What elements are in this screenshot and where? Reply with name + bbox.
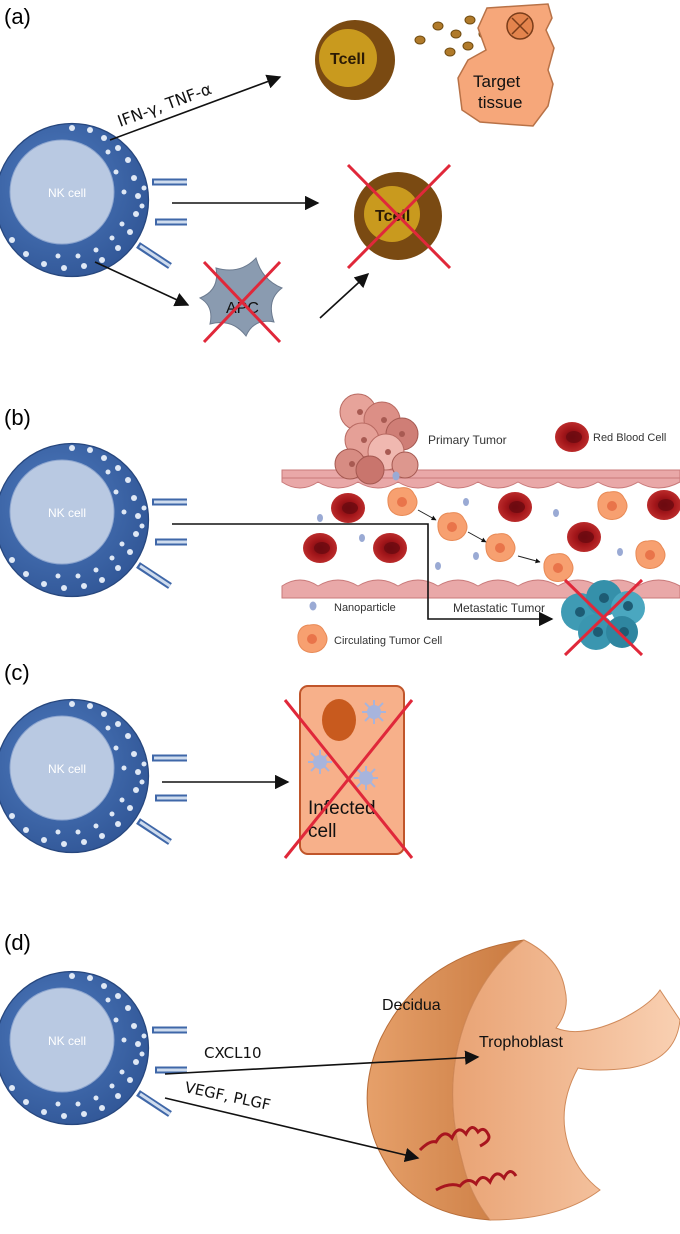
nk-cell-a-label: NK cell (48, 186, 86, 200)
apc-cell: APC (198, 257, 284, 344)
trophoblast-label: Trophoblast (479, 1034, 563, 1051)
cross-icon (563, 578, 644, 657)
panel-d-label: (d) (4, 930, 31, 955)
panel-b: NK cell Primary Tumor Red (0, 393, 680, 657)
rbc-legend-label: Red Blood Cell (593, 432, 666, 444)
spiral-artery (418, 1126, 491, 1152)
panel-d: NK cell Decidua Trophoblast CXCL10 VEGF,… (0, 939, 680, 1221)
flow-arrow (467, 531, 487, 543)
rbc (567, 522, 601, 552)
vessel-wall-top (281, 469, 680, 489)
target-tissue-label-2: tissue (478, 93, 522, 112)
nanoparticle-legend-icon (309, 601, 317, 611)
spiral-artery (435, 1170, 518, 1192)
infected-cell-label-2: cell (308, 821, 337, 842)
rbc (303, 533, 337, 563)
nk-cell-d-label: NK cell (48, 1034, 86, 1048)
infected-cell: Infected cell (283, 685, 414, 859)
virus-icon (308, 750, 332, 774)
metastatic-tumor-label: Metastatic Tumor (453, 601, 545, 615)
secretion-granules (414, 15, 490, 57)
primary-tumor-label: Primary Tumor (428, 433, 507, 447)
circulating-tumor-cell (485, 533, 516, 562)
target-tissue: Target tissue (457, 3, 555, 127)
target-tissue-label-1: Target (473, 72, 521, 91)
cxcl10-arrow (164, 1050, 480, 1075)
trophoblast-tissue (452, 939, 680, 1221)
flow-arrow (517, 555, 541, 564)
cross-icon (202, 260, 282, 344)
cross-icon (283, 699, 414, 859)
decidua-label: Decidua (382, 997, 441, 1014)
nk-cell-b-label: NK cell (48, 506, 86, 520)
tcell-killed: Tcell (346, 163, 452, 270)
circulating-tumor-cell (543, 553, 574, 582)
nk-migration-arrow (172, 523, 554, 627)
infected-cell-label-1: Infected (308, 798, 376, 819)
circulating-tumor-cell (437, 512, 468, 541)
nk-cell-d (0, 972, 187, 1125)
cross-icon (346, 163, 452, 270)
panel-b-label: (b) (4, 405, 31, 430)
panel-c: NK cell (0, 685, 414, 859)
metastatic-tumor (561, 578, 645, 657)
panel-c-label: (c) (4, 660, 30, 685)
cytokine-arrow (109, 74, 282, 141)
circulating-tumor-cell (635, 540, 666, 569)
vegf-label: VEGF, PLGF (183, 1078, 272, 1114)
virus-icon (362, 700, 386, 724)
virus-icon (354, 766, 378, 790)
cytokines-label: IFN-γ, TNF-α (115, 79, 214, 131)
nk-cell-a (0, 124, 187, 277)
panel-a: NK cell IFN-γ, TNF-α Tcell Target t (0, 3, 555, 344)
nk-cell-b (0, 444, 187, 597)
cxcl10-label: CXCL10 (204, 1044, 262, 1062)
rbc (647, 490, 680, 520)
tcell-top-label: Tcell (330, 51, 365, 68)
vegf-arrow (164, 1097, 420, 1163)
nk-cell-c-label: NK cell (48, 762, 86, 776)
rbc (331, 493, 365, 523)
apc-tcell-arrow (319, 273, 370, 319)
rbc (373, 533, 407, 563)
rbc (498, 492, 532, 522)
tcell-activated: Tcell (315, 20, 395, 100)
ctc-legend-icon (297, 624, 328, 653)
primary-tumor (334, 393, 419, 485)
circulating-tumor-cell (387, 487, 418, 516)
rbc-legend-icon (555, 422, 589, 452)
apc-arrow (94, 261, 190, 307)
nk-cell-c (0, 700, 187, 853)
nanoparticles (317, 471, 623, 570)
nanoparticle-legend-label: Nanoparticle (334, 602, 396, 614)
circulating-tumor-cell (597, 491, 628, 520)
panel-a-label: (a) (4, 4, 31, 29)
ctc-legend-label: Circulating Tumor Cell (334, 635, 442, 647)
flow-arrow (417, 509, 437, 521)
